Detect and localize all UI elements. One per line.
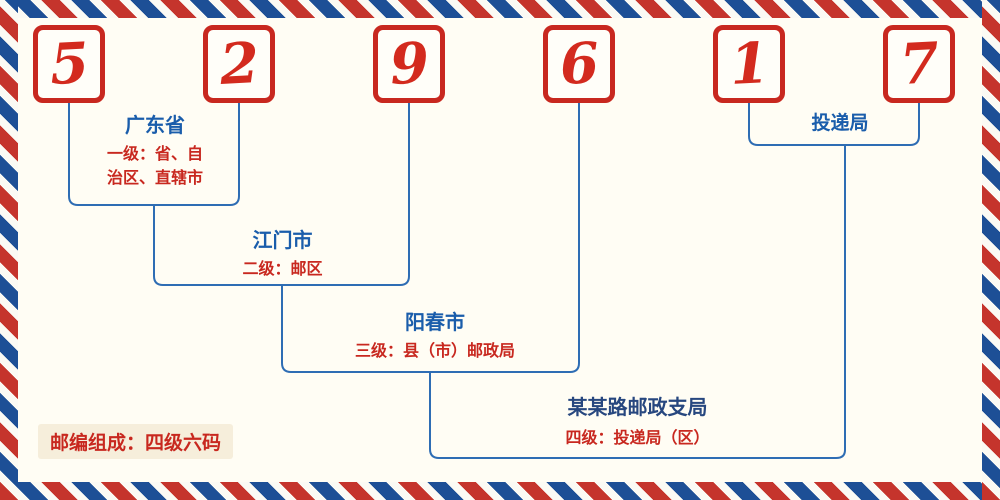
postal-digit-box-2: 2: [203, 25, 275, 103]
level3-region-name: 阳春市: [405, 312, 465, 334]
postal-digit-box-1: 5: [33, 25, 105, 103]
postal-digit-5: 1: [727, 30, 771, 98]
level1-description: 一级：省、自 治区、直辖市: [106, 146, 203, 187]
delivery-office-label: 投递局: [811, 113, 869, 134]
postal-digit-box-3: 9: [373, 25, 445, 103]
postal-digit-6: 7: [897, 30, 941, 98]
level1-region-name: 广东省: [125, 115, 185, 137]
postal-digit-box-5: 1: [713, 25, 785, 103]
postal-digit-1: 5: [47, 30, 91, 98]
airmail-border-left: [0, 0, 18, 500]
footer-note: 邮编组成：四级六码: [38, 424, 234, 459]
level4-description: 四级：投递局（区）: [565, 430, 710, 447]
level4-region-name: 某某路邮政支局: [567, 397, 708, 419]
postal-digit-box-4: 6: [543, 25, 615, 103]
postal-digit-box-6: 7: [883, 25, 955, 103]
postal-digit-4: 6: [557, 30, 601, 98]
level2-description: 二级：邮区: [242, 261, 323, 278]
airmail-border-right: [982, 0, 1000, 500]
postal-digit-2: 2: [217, 30, 261, 98]
postal-digit-3: 9: [387, 30, 431, 98]
level2-region-name: 江门市: [252, 230, 313, 252]
airmail-border-top: [0, 0, 1000, 18]
level3-description: 三级：县（市）邮政局: [354, 343, 515, 360]
airmail-border-bottom: [0, 482, 1000, 500]
